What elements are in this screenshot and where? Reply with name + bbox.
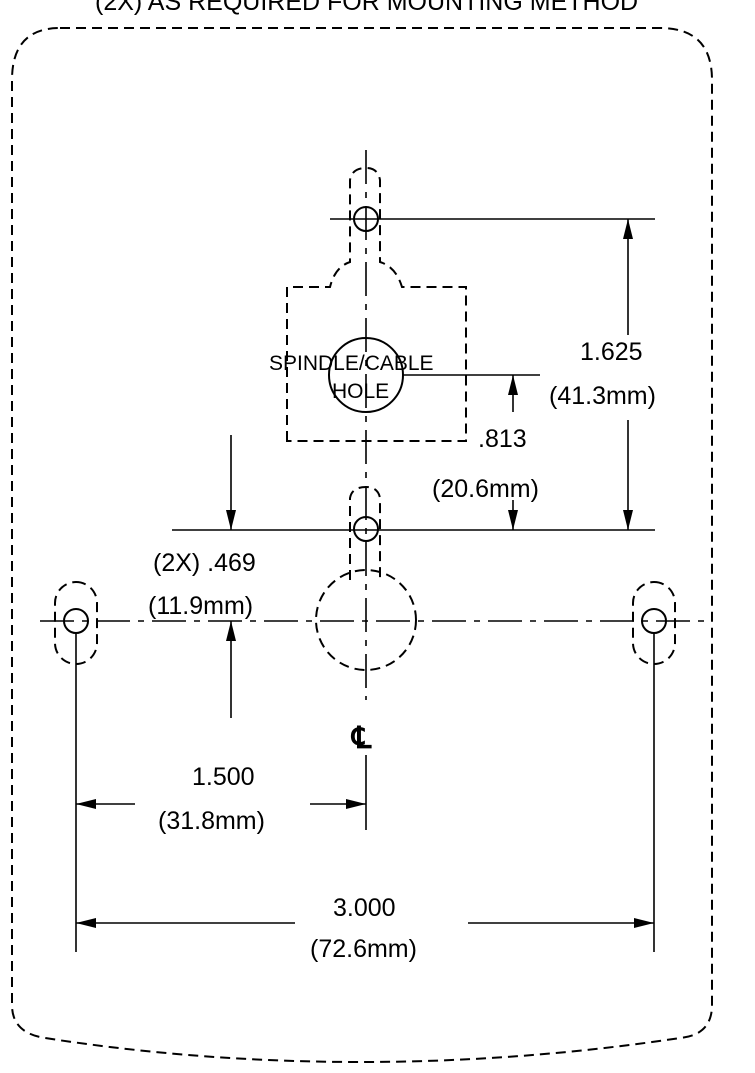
spindle-label-line1: SPINDLE/CABLE: [269, 352, 434, 375]
dim-813-mm: (20.6mm): [432, 475, 539, 503]
dim-1500-mm: (31.8mm): [158, 807, 265, 835]
dim-3000-inches: 3.000: [333, 894, 396, 922]
spindle-hole-box: [286, 166, 467, 442]
device-outline: [11, 27, 713, 1064]
dim-3000-mm: (72.6mm): [310, 935, 417, 963]
dim-1625-mm: (41.3mm): [549, 382, 656, 410]
header-text: (2X) AS REQUIRED FOR MOUNTING METHOD: [95, 0, 638, 16]
dim-1625-inches: 1.625: [580, 338, 643, 366]
dim-469-inches: (2X) .469: [153, 549, 256, 577]
center-keyhole-circle: [315, 569, 417, 671]
centerline-symbol: ℄: [350, 722, 372, 755]
dim-1500-inches: 1.500: [192, 763, 255, 791]
dim-469-mm: (11.9mm): [148, 592, 253, 620]
spindle-label-line2: HOLE: [332, 380, 389, 403]
dim-813-inches: .813: [478, 425, 527, 453]
